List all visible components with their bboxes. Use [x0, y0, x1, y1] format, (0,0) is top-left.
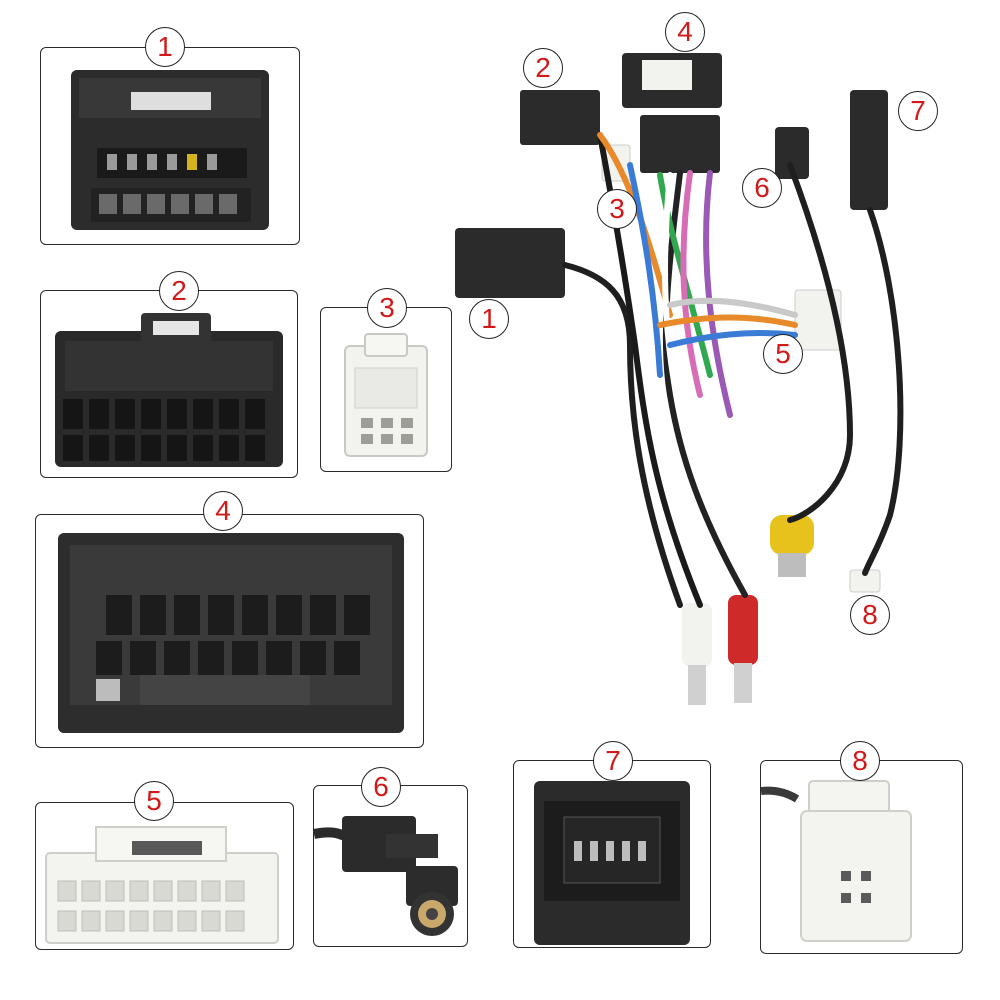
connector-7-panel [513, 760, 711, 948]
connector-3-panel [320, 307, 452, 472]
connector-3-icon [344, 333, 428, 457]
harness-label-5: 5 [763, 334, 803, 374]
label-3: 3 [367, 288, 407, 328]
connector-8-panel [760, 760, 963, 954]
connector-5-icon [45, 826, 279, 944]
connector-4-panel [35, 514, 424, 748]
connector-8-icon [761, 780, 912, 942]
harness-label-1: 1 [469, 299, 509, 339]
connector-6-panel [313, 785, 468, 947]
harness-label-4: 4 [665, 12, 705, 52]
wiring-harness [430, 15, 990, 715]
label-2: 2 [159, 271, 199, 311]
label-1: 1 [145, 27, 185, 67]
connector-2-icon [55, 313, 283, 467]
connector-1-icon [71, 70, 269, 230]
harness-label-3: 3 [597, 189, 637, 229]
wiring-harness-icon [455, 53, 904, 705]
connector-4-icon [58, 533, 404, 733]
label-8: 8 [840, 741, 880, 781]
label-6: 6 [361, 767, 401, 807]
harness-label-8: 8 [850, 595, 890, 635]
label-4: 4 [203, 491, 243, 531]
label-7: 7 [593, 741, 633, 781]
harness-label-7: 7 [898, 91, 938, 131]
connector-7-icon [534, 781, 690, 945]
connector-1-panel [40, 47, 300, 245]
connector-2-panel [40, 290, 298, 478]
connector-6-icon [314, 816, 458, 936]
connector-5-panel [35, 802, 294, 950]
label-5: 5 [134, 781, 174, 821]
harness-label-2: 2 [523, 48, 563, 88]
harness-label-6: 6 [742, 168, 782, 208]
